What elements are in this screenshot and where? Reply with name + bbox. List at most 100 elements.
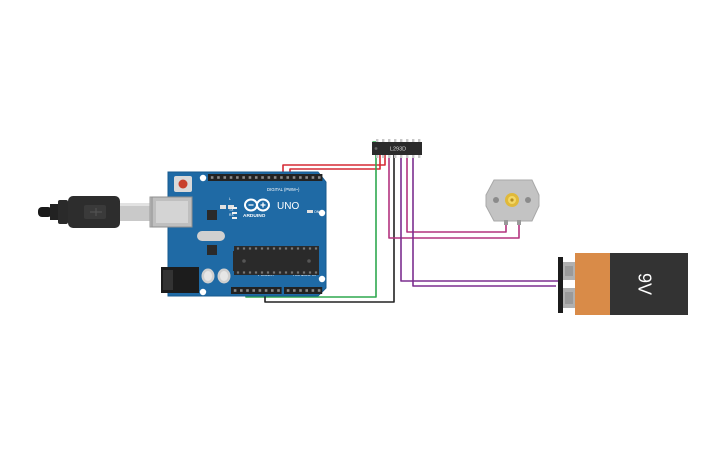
ic-leg[interactable] (412, 155, 415, 158)
l293d-driver-ic[interactable]: L293D (372, 139, 422, 158)
header-pin[interactable] (272, 271, 276, 274)
header-pin[interactable] (229, 176, 233, 179)
header-pin[interactable] (271, 289, 274, 292)
ic-leg[interactable] (418, 155, 421, 158)
on-label: ON (314, 210, 320, 214)
ic-pins-top (376, 139, 421, 142)
header-pin[interactable] (293, 289, 296, 292)
header-pin[interactable] (236, 271, 240, 274)
header-pin[interactable] (264, 289, 268, 292)
power-pin-header[interactable] (231, 287, 282, 294)
ic-leg[interactable] (376, 155, 379, 158)
header-pin[interactable] (286, 176, 290, 179)
header-pin[interactable] (317, 176, 321, 179)
header-pin[interactable] (246, 289, 249, 292)
ic-leg[interactable] (382, 155, 385, 158)
digital-header-label: DIGITAL (PWM~) (267, 187, 300, 192)
header-pin[interactable] (248, 247, 252, 250)
ic-leg[interactable] (418, 139, 421, 142)
header-pin[interactable] (261, 176, 264, 179)
header-pin[interactable] (284, 271, 288, 274)
battery-9v-icon[interactable]: 9V (558, 253, 688, 315)
wire-purple-2[interactable] (412, 155, 556, 287)
header-pin[interactable] (240, 289, 243, 292)
header-body (231, 287, 282, 294)
header-pin[interactable] (308, 271, 312, 274)
header-pin[interactable] (233, 289, 237, 292)
ic-leg[interactable] (388, 155, 391, 158)
header-pin[interactable] (296, 271, 300, 274)
header-body (234, 246, 319, 251)
header-pin[interactable] (223, 176, 227, 179)
wire-purple-1[interactable] (400, 155, 560, 282)
header-pin[interactable] (254, 247, 258, 250)
header-pin[interactable] (252, 289, 255, 292)
wire-magenta-1[interactable] (388, 155, 520, 239)
header-pin[interactable] (254, 176, 258, 179)
header-pin[interactable] (314, 271, 318, 274)
header-pin[interactable] (278, 247, 282, 250)
ic-leg[interactable] (388, 139, 391, 142)
header-pin[interactable] (290, 271, 294, 274)
header-pin[interactable] (242, 247, 246, 250)
header-pin[interactable] (280, 176, 283, 179)
header-pin[interactable] (272, 247, 276, 250)
header-pin[interactable] (308, 247, 312, 250)
ic-leg[interactable] (394, 139, 397, 142)
dc-motor-icon[interactable] (485, 179, 540, 225)
header-pin[interactable] (248, 176, 252, 179)
header-pin[interactable] (317, 289, 321, 292)
header-pin[interactable] (311, 289, 315, 292)
ic-leg[interactable] (376, 139, 379, 142)
ic-leg[interactable] (382, 139, 385, 142)
header-pin[interactable] (278, 271, 282, 274)
ic-leg[interactable] (406, 139, 409, 142)
header-pin[interactable] (273, 176, 277, 179)
analog-pin-header[interactable] (284, 287, 323, 294)
header-pin[interactable] (305, 289, 308, 292)
header-pin[interactable] (302, 247, 306, 250)
header-pin[interactable] (236, 247, 240, 250)
header-pin[interactable] (284, 247, 288, 250)
header-pin[interactable] (311, 176, 315, 179)
arduino-uno-board[interactable]: ARDUINO UNO ON L TX RX DIGITAL (PWM~) PO… (151, 171, 327, 297)
wire-red-1[interactable] (282, 155, 386, 176)
ic-leg[interactable] (400, 155, 403, 158)
chip-icon (233, 251, 319, 271)
arduino-logo-icon (244, 198, 270, 212)
header-pin[interactable] (314, 247, 318, 250)
ic-leg[interactable] (406, 155, 409, 158)
header-pin[interactable] (210, 176, 214, 179)
usb-cable-icon[interactable] (38, 196, 171, 228)
header-pin[interactable] (260, 271, 264, 274)
header-pin[interactable] (296, 247, 300, 250)
header-pin[interactable] (299, 176, 302, 179)
header-pin[interactable] (260, 247, 264, 250)
ic-leg[interactable] (412, 139, 415, 142)
header-pin[interactable] (290, 247, 294, 250)
header-pin[interactable] (277, 289, 280, 292)
header-pin[interactable] (242, 271, 246, 274)
reset-button[interactable] (174, 176, 192, 192)
digital-pin-header[interactable] (208, 174, 323, 181)
header-pin[interactable] (292, 176, 296, 179)
mid-pin-header-top (234, 246, 319, 251)
header-pin[interactable] (242, 176, 245, 179)
wire-magenta-2[interactable] (406, 155, 507, 233)
header-pin[interactable] (217, 176, 220, 179)
header-pin[interactable] (254, 271, 258, 274)
header-pin[interactable] (236, 176, 239, 179)
header-pin[interactable] (266, 247, 270, 250)
ic-leg[interactable] (394, 155, 397, 158)
header-pin[interactable] (266, 271, 270, 274)
wire-black[interactable] (264, 155, 395, 303)
header-pin[interactable] (267, 176, 271, 179)
header-pin[interactable] (286, 289, 290, 292)
header-pin[interactable] (248, 271, 252, 274)
ic-leg[interactable] (400, 139, 403, 142)
header-pin[interactable] (305, 176, 308, 179)
header-pin[interactable] (302, 271, 306, 274)
header-pin[interactable] (258, 289, 262, 292)
header-pin[interactable] (299, 289, 302, 292)
